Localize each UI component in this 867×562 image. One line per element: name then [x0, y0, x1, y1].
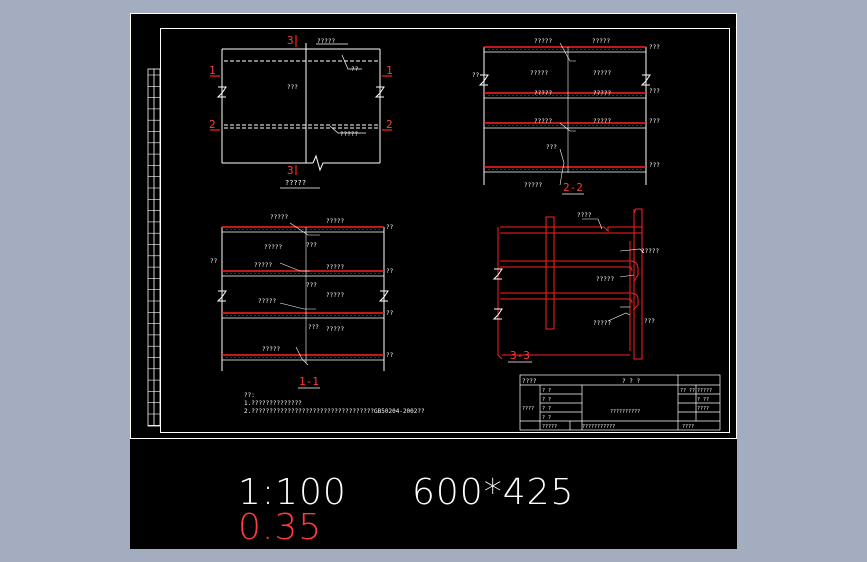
section-3-3 [497, 208, 643, 360]
s1-callout: ????? [264, 244, 282, 251]
s3-caption: 3-3 [510, 349, 530, 362]
title-block [519, 374, 721, 431]
plan-view-text: 1 1 2 2 3 3 ????? ?? ??? ????? ????? [209, 34, 393, 189]
revision-strip-ticks [148, 74, 160, 426]
s2-callout: ????? [524, 182, 542, 189]
revision-strip [147, 68, 161, 427]
s2-dim: ??? [649, 88, 660, 95]
s2-callout: ????? [593, 90, 611, 97]
section-mark-2-right: 2 [386, 118, 393, 131]
section-mark-3-top: 3 [287, 34, 294, 47]
s2-caption: 2-2 [563, 181, 583, 194]
tb-row-left-3: ? ? [542, 406, 551, 412]
section-mark-3-bottom: 3 [287, 164, 294, 177]
size-text: 600*425 [412, 472, 575, 513]
lineweight-text: 0.35 [238, 507, 323, 548]
plan-label-slab: ?? [351, 66, 359, 73]
s3-callout-low: ????? [593, 320, 611, 327]
tb-row-left-2: ? ? [542, 397, 551, 403]
s1-callout: ????? [262, 346, 280, 353]
tb-header-left: ???? [522, 378, 537, 385]
s1-callout: ????? [326, 264, 344, 271]
s1-dim: ?? [386, 310, 394, 317]
s1-callout: ????? [270, 214, 288, 221]
scale-text: 1:100 [238, 472, 347, 513]
outer-border [130, 13, 737, 439]
section-2-2-text: ?? 2-2 ?????????????????????????????????… [472, 38, 660, 195]
s2-callout: ????? [592, 38, 610, 45]
tb-row-right-4: ???? [697, 406, 709, 412]
s3-callout-right: ????? [641, 248, 659, 255]
s2-callout: ????? [534, 90, 552, 97]
section-mark-1-right: 1 [386, 64, 393, 77]
plan-label-center: ??? [287, 84, 298, 91]
section-3-3-breaks [492, 218, 645, 322]
plan-caption: ????? [285, 179, 306, 187]
section-1-1 [216, 222, 389, 371]
s1-callout: ????? [258, 298, 276, 305]
tb-header-right: ? ? ? [622, 378, 640, 385]
s1-callout: ????? [326, 218, 344, 225]
s1-callout: ????? [254, 262, 272, 269]
s2-callout: ????? [534, 38, 552, 45]
s2-callout: ????? [593, 118, 611, 125]
cad-viewport[interactable]: 1 1 2 2 3 3 ????? ?? ??? ????? ????? [130, 13, 737, 549]
notes-line-2: 2.??????????????????????????????????GB50… [244, 408, 425, 415]
s2-dim: ??? [649, 162, 660, 169]
notes-heading: ??: [244, 392, 255, 399]
s1-callout: ????? [326, 292, 344, 299]
plan-label-top: ????? [317, 38, 335, 45]
s3-callout-top: ???? [577, 212, 592, 219]
s2-callout: ????? [593, 70, 611, 77]
tb-bottom-1: ????? [542, 424, 557, 430]
section-2-2 [478, 42, 651, 186]
section-3-3-text: ???? ????? ????? ????? ??? 3-3 [508, 212, 659, 363]
s1-callout: ????? [326, 326, 344, 333]
s3-callout-mid: ????? [596, 276, 614, 283]
tb-row-right-1: ?? ?? [680, 388, 695, 394]
s1-dim: ?? [386, 352, 394, 359]
notes-line-1: 1.?????????????? [244, 400, 302, 407]
section-1-1-text: ?? 1-1 ?????????????????????????????????… [210, 214, 394, 389]
tb-row-right-3: ? ?? [697, 397, 709, 403]
s2-left-label: ?? [472, 72, 480, 79]
s2-dim: ??? [649, 44, 660, 51]
tb-row-right-2: ????? [697, 388, 712, 394]
plan-label-beam: ????? [340, 131, 358, 138]
tb-row-left-5: ? ? [542, 415, 551, 421]
s1-caption: 1-1 [299, 375, 319, 388]
s2-callout: ??? [546, 144, 557, 151]
s1-callout: ??? [306, 242, 317, 249]
tb-row-right-5: ???? [682, 424, 694, 430]
section-1-1-slabs [222, 226, 384, 361]
s1-left-label: ?? [210, 258, 218, 265]
s3-callout-wall: ??? [644, 318, 655, 325]
inner-border [160, 28, 730, 433]
section-mark-1-left: 1 [209, 64, 216, 77]
s1-callout: ??? [306, 282, 317, 289]
section-mark-2-left: 2 [209, 118, 216, 131]
cad-drawing: 1 1 2 2 3 3 ????? ?? ??? ????? ????? [130, 13, 737, 439]
tb-row-left-4: ???? [522, 406, 534, 412]
tb-bottom-2: ??????????? [582, 424, 615, 430]
title-block-text: ???? ? ? ? ? ? ? ? ? ? ???? ? ? ?? ?? ??… [522, 378, 712, 430]
general-notes: ??: 1.?????????????? 2.?????????????????… [244, 392, 425, 415]
s1-dim: ?? [386, 224, 394, 231]
tb-drawing-name: ?????????? [610, 409, 640, 415]
tb-row-left-1: ? ? [542, 388, 551, 394]
s1-callout: ??? [308, 324, 319, 331]
plan-view [210, 35, 392, 175]
s2-dim: ??? [649, 118, 660, 125]
s2-callout: ????? [530, 70, 548, 77]
s1-dim: ?? [386, 268, 394, 275]
section-2-2-slabs [484, 46, 646, 173]
s2-callout: ????? [534, 118, 552, 125]
